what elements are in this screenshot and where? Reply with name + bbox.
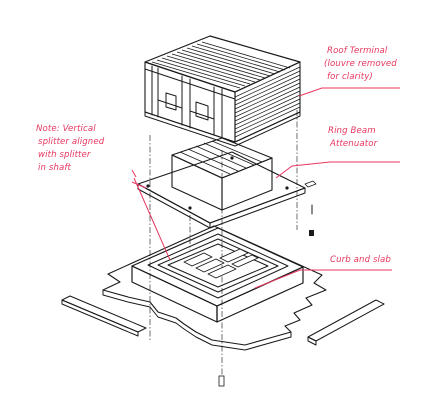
annotation-leaders — [131, 87, 400, 289]
annotation-ring-beam: Ring Beam Attenuator — [328, 126, 378, 149]
splitter-note-line-4: in shaft — [38, 163, 71, 173]
curb-and-slab — [102, 225, 327, 387]
ring-beam-attenuator — [137, 137, 317, 236]
splitter-note-line-3: with splitter — [38, 150, 91, 160]
roof-terminal-label-line-2: (louvre removed — [324, 59, 397, 69]
annotation-vertical-splitter: Note: Vertical splitter aligned with spl… — [36, 124, 105, 173]
curb-slab-label: Curb and slab — [330, 255, 391, 265]
roof-terminal — [144, 35, 301, 147]
side-panel-fragments — [61, 295, 385, 346]
splitter-note-line-1: Note: Vertical — [36, 124, 96, 134]
roof-terminal-label-line-1: Roof Terminal — [327, 46, 388, 56]
roof-terminal-label-line-3: for clarity) — [327, 72, 373, 82]
ring-beam-label-line-2: Attenuator — [329, 139, 378, 149]
ring-beam-label-line-1: Ring Beam — [328, 126, 376, 136]
splitter-note-line-2: splitter aligned — [38, 137, 105, 147]
annotation-roof-terminal: Roof Terminal (louvre removed for clarit… — [324, 46, 397, 82]
annotation-curb-slab: Curb and slab — [330, 255, 391, 265]
